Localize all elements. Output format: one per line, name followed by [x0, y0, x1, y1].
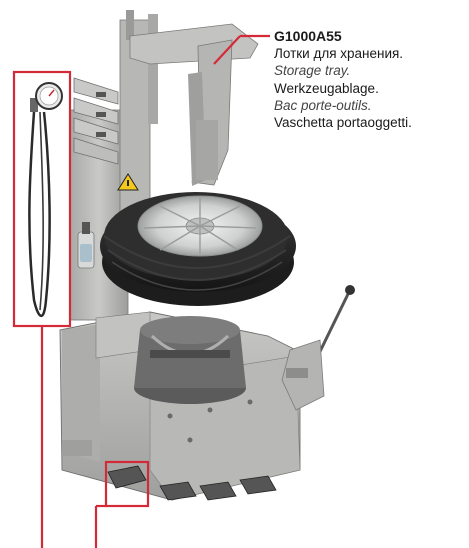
pressure-gauge-icon [35, 82, 63, 110]
storage-tray-caption: G1000A55 Лотки для хранения. Storage tra… [274, 28, 464, 131]
warning-triangle-icon [117, 173, 139, 191]
caption-line-ru: Лотки для хранения. [274, 46, 404, 62]
caption-line-fr: Bac porte-outils. [274, 97, 372, 113]
caption-line-it: Vaschetta portaoggetti. [274, 115, 412, 131]
callout-pedal-box [94, 460, 150, 548]
wheel [100, 192, 296, 306]
caption-line-de: Werkzeugablage. [274, 80, 379, 96]
bead-breaker-lever [281, 285, 355, 411]
foot-pedals [107, 465, 277, 501]
air-filter-unit [77, 222, 95, 269]
callout-gauge-box [12, 70, 72, 548]
base-fasteners [167, 399, 253, 443]
inflation-gauge-assembly [28, 98, 51, 317]
turntable [134, 316, 246, 404]
storage-trays [73, 77, 119, 165]
mounting-arm [129, 23, 259, 186]
part-number: G1000A55 [274, 28, 342, 44]
callout-storage-tray [213, 34, 270, 65]
caption-line-en: Storage tray. [274, 63, 351, 79]
